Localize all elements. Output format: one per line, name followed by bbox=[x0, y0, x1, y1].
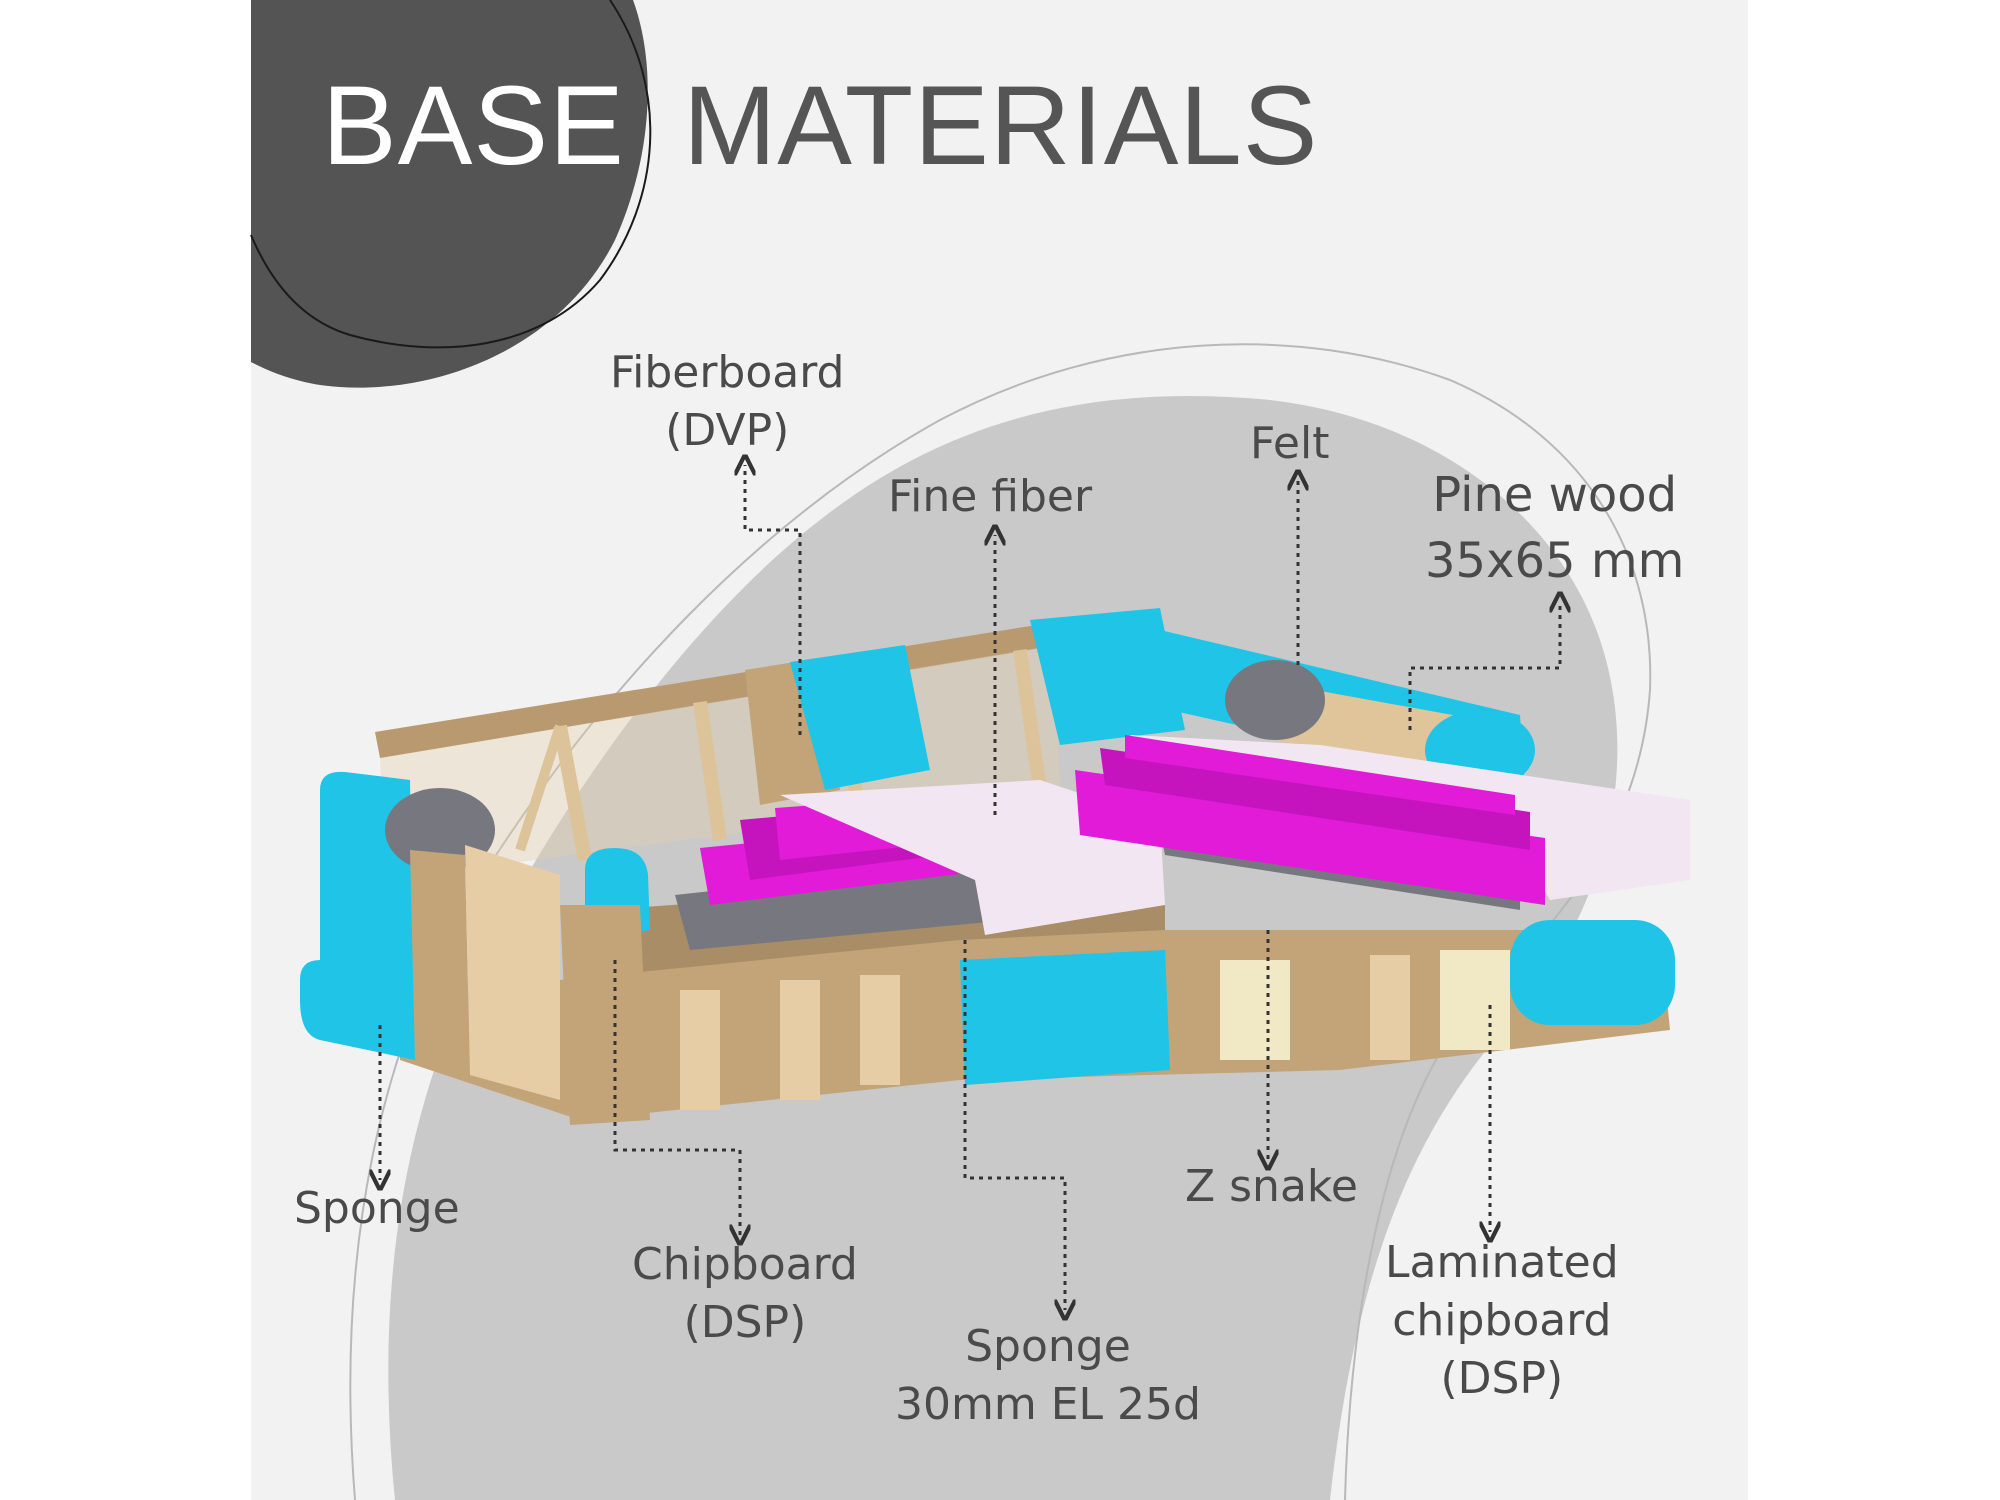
label-sponge-left: Sponge bbox=[294, 1180, 460, 1238]
left-arm-chipboard bbox=[410, 850, 470, 1075]
felt-roll-right bbox=[1225, 660, 1325, 740]
label-chipboard-line1: Chipboard bbox=[632, 1239, 858, 1290]
label-laminated-line1: Laminated bbox=[1385, 1237, 1619, 1288]
front-seat-sponge bbox=[960, 950, 1170, 1085]
label-fine-fiber: Fine fiber bbox=[888, 468, 1092, 526]
right-pad-3 bbox=[1125, 735, 1515, 815]
label-chipboard-line2: (DSP) bbox=[683, 1297, 807, 1348]
laminated-rib bbox=[1370, 955, 1410, 1060]
leader-sponge-seat bbox=[963, 940, 1065, 1310]
label-pine-wood-line1: Pine wood bbox=[1432, 467, 1678, 523]
right-pad-2 bbox=[1100, 748, 1530, 850]
label-sponge-seat-line2: 30mm EL 25d bbox=[895, 1379, 1201, 1430]
title-circle-outline bbox=[250, 0, 652, 349]
title-materials: MATERIALS bbox=[683, 63, 1319, 188]
fine-fiber-left bbox=[780, 780, 1165, 935]
left-seat-felt bbox=[675, 860, 1010, 950]
leader-chipboard bbox=[613, 960, 740, 1235]
label-sponge-seat-line1: Sponge bbox=[965, 1321, 1131, 1372]
sofa bbox=[300, 608, 1690, 1125]
label-sponge-left-line1: Sponge bbox=[294, 1183, 460, 1234]
label-z-snake: Z snake bbox=[1185, 1158, 1358, 1216]
back-sponge-2 bbox=[1030, 608, 1185, 745]
back-sponge-1 bbox=[790, 645, 930, 790]
title-base: BASE bbox=[322, 63, 625, 188]
front-rib-3 bbox=[780, 980, 820, 1100]
label-fiberboard-line1: Fiberboard bbox=[610, 347, 845, 398]
left-arm-sponge bbox=[300, 771, 415, 1060]
leader-fiberboard bbox=[745, 465, 802, 735]
label-felt-line1: Felt bbox=[1250, 418, 1330, 469]
right-pad-1 bbox=[1075, 770, 1545, 905]
label-laminated-line2: chipboard bbox=[1392, 1295, 1612, 1346]
label-felt: Felt bbox=[1250, 415, 1329, 473]
front-rib-4 bbox=[860, 975, 900, 1085]
right-front-sponge bbox=[1510, 920, 1675, 1025]
label-chipboard: Chipboard (DSP) bbox=[632, 1236, 858, 1352]
label-fine-fiber-line1: Fine fiber bbox=[888, 471, 1093, 522]
left-arm-wood bbox=[465, 845, 560, 1100]
chipboard-panel bbox=[560, 905, 650, 1125]
label-fiberboard-line2: (DVP) bbox=[665, 405, 790, 456]
label-pine-wood: Pine wood 35x65 mm bbox=[1425, 462, 1684, 594]
label-sponge-seat: Sponge 30mm EL 25d bbox=[895, 1318, 1201, 1434]
label-laminated: Laminated chipboard (DSP) bbox=[1385, 1234, 1619, 1408]
label-pine-wood-line2: 35x65 mm bbox=[1425, 533, 1685, 589]
leader-lines bbox=[380, 465, 1560, 1310]
label-z-snake-line1: Z snake bbox=[1185, 1161, 1358, 1212]
title-circle bbox=[251, 0, 648, 388]
label-laminated-line3: (DSP) bbox=[1440, 1353, 1564, 1404]
leader-pine-wood bbox=[1408, 602, 1560, 730]
label-fiberboard: Fiberboard (DVP) bbox=[610, 344, 844, 460]
laminated-panel-2 bbox=[1440, 950, 1510, 1050]
front-rib-2 bbox=[680, 990, 720, 1110]
laminated-panel-1 bbox=[1220, 960, 1290, 1060]
